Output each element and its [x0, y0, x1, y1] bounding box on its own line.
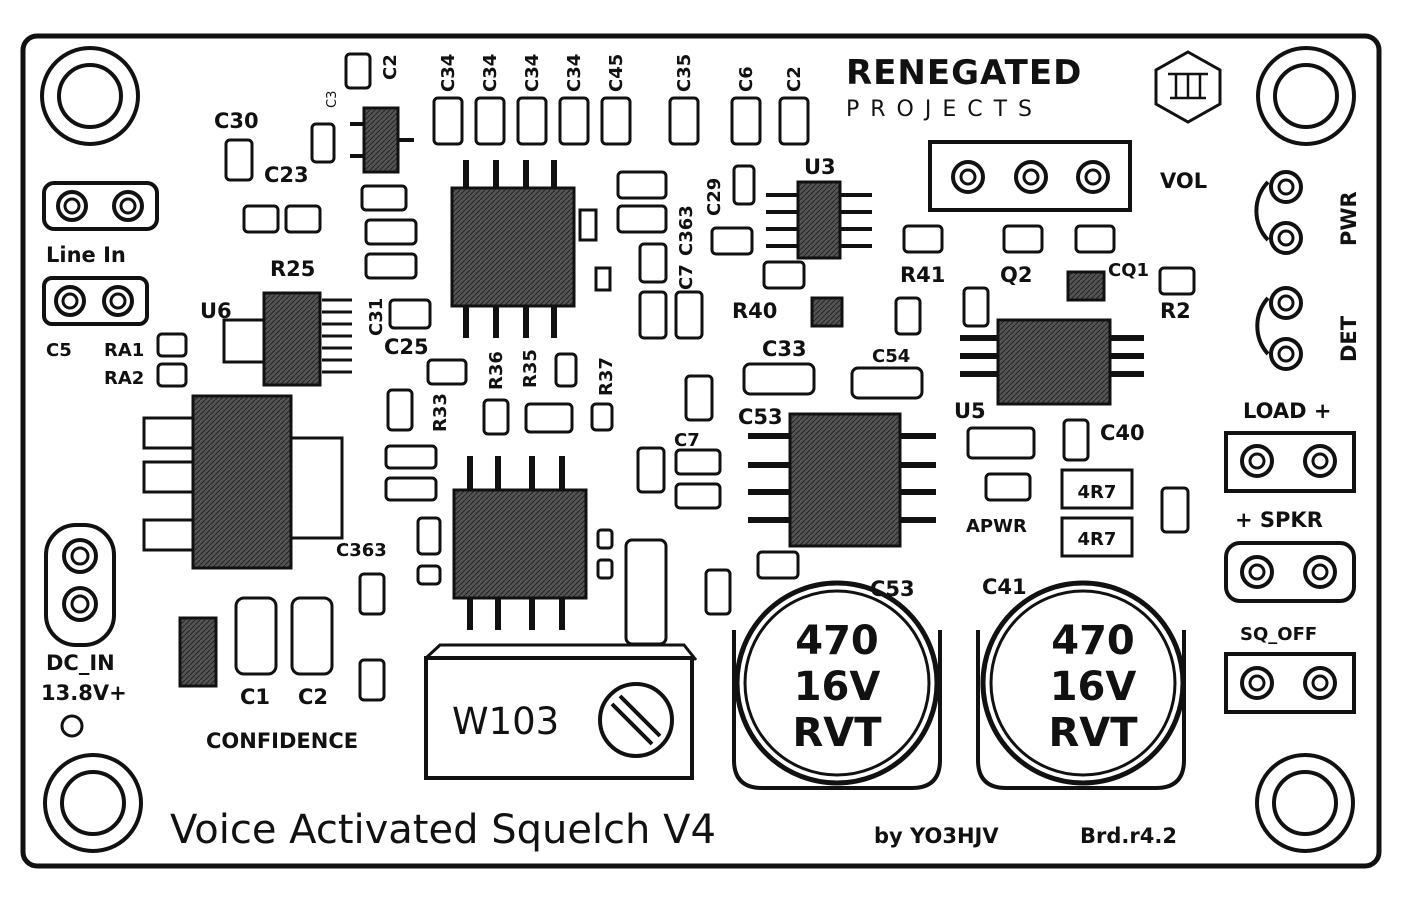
label-q2: Q2 — [1000, 263, 1032, 287]
label-c34-a: C34 — [438, 54, 459, 92]
brand-sub: PROJECTS — [846, 97, 1043, 122]
label-c7-low: C7 — [674, 430, 700, 451]
label-c53-mid: C53 — [738, 405, 783, 429]
label-r2: R2 — [1160, 299, 1191, 323]
electrolytic-cap-right — [976, 580, 1186, 790]
cap-right-value: 470 — [1051, 618, 1135, 664]
cap-left-series: RVT — [792, 710, 882, 756]
dc-in-label: DC_IN — [46, 651, 115, 675]
u6-regulator — [142, 394, 344, 570]
label-r36: R36 — [486, 351, 507, 390]
ic-c53 — [748, 412, 936, 548]
label-c3: C3 — [325, 91, 340, 108]
label-c2-top: C2 — [380, 54, 401, 80]
vol-header[interactable] — [928, 140, 1132, 212]
dc-in-header[interactable] — [44, 523, 116, 647]
c5-label: C5 — [46, 340, 72, 361]
label-c53-cap: C53 — [870, 577, 915, 601]
label-c34-b: C34 — [480, 54, 501, 92]
board-title: Voice Activated Squelch V4 — [170, 807, 716, 853]
label-apwr: APWR — [966, 516, 1027, 537]
label-c34-c: C34 — [522, 54, 543, 92]
cap-right-voltage: 16V — [1050, 664, 1137, 710]
sq-off-label: SQ_OFF — [1240, 624, 1317, 645]
pwr-led — [1254, 170, 1303, 255]
label-confidence: CONFIDENCE — [206, 729, 358, 753]
label-4r7-a: 4R7 — [1078, 482, 1117, 503]
label-r41: R41 — [900, 263, 945, 287]
label-c2-right: C2 — [784, 66, 805, 92]
label-c1: C1 — [240, 685, 270, 709]
pwr-label: PWR — [1337, 191, 1361, 246]
vol-label: VOL — [1160, 169, 1207, 193]
test-point — [60, 714, 84, 738]
u3-ic — [766, 180, 872, 260]
label-c23: C23 — [264, 163, 309, 187]
mounting-hole-tl — [40, 46, 140, 146]
load-label: LOAD + — [1243, 399, 1332, 423]
dc-voltage-label: 13.8V+ — [41, 681, 127, 705]
spkr-label: + SPKR — [1235, 508, 1323, 532]
ic-top-middle — [450, 160, 612, 338]
sq-off-header[interactable] — [1224, 652, 1356, 714]
label-cq1: CQ1 — [1108, 260, 1149, 281]
label-c363-left: C363 — [336, 540, 387, 561]
label-u6: U6 — [200, 299, 232, 323]
trimmer-w103 — [424, 643, 698, 780]
label-c363-mid: C363 — [676, 205, 697, 256]
label-c33: C33 — [762, 337, 807, 361]
det-label: DET — [1337, 315, 1361, 362]
transistor-cq1 — [1066, 270, 1106, 302]
brand-name: RENEGATED — [846, 53, 1082, 93]
board-author: by YO3HJV — [874, 824, 999, 848]
line-in-header[interactable] — [42, 181, 159, 231]
label-r37: R37 — [596, 357, 617, 396]
electrolytic-cap-left — [732, 580, 942, 790]
label-4r7-b: 4R7 — [1078, 529, 1117, 550]
r25-module — [222, 291, 352, 387]
smd-pads — [156, 52, 1196, 702]
label-c45: C45 — [606, 54, 627, 92]
label-c54: C54 — [872, 346, 910, 367]
mounting-hole-tr — [1256, 46, 1356, 146]
label-c25: C25 — [384, 335, 429, 359]
label-c34-d: C34 — [564, 54, 585, 92]
label-r35: R35 — [520, 349, 541, 388]
label-c2-bottom: C2 — [298, 685, 328, 709]
label-c7-mid: C7 — [676, 264, 697, 290]
c5-header[interactable] — [42, 276, 149, 326]
q2-ic — [960, 318, 1144, 406]
trimmer-label: W103 — [452, 700, 559, 743]
board-revision: Brd.r4.2 — [1080, 824, 1177, 848]
label-c35: C35 — [674, 54, 695, 92]
label-c31: C31 — [366, 298, 387, 336]
label-r25: R25 — [270, 257, 315, 281]
label-r40: R40 — [732, 299, 777, 323]
label-c30: C30 — [214, 109, 259, 133]
cap-left-voltage: 16V — [794, 664, 881, 710]
det-led — [1255, 286, 1303, 371]
mounting-hole-br — [1255, 753, 1355, 853]
label-c41: C41 — [982, 575, 1027, 599]
label-u5: U5 — [954, 399, 986, 423]
mounting-hole-bl — [43, 753, 143, 853]
label-ra2: RA2 — [104, 368, 144, 389]
label-c6: C6 — [736, 66, 757, 92]
diode-confidence — [178, 616, 218, 688]
cap-right-series: RVT — [1048, 710, 1138, 756]
ic-bottom-middle — [452, 456, 588, 630]
transistor-r40 — [810, 296, 844, 328]
label-ra1: RA1 — [104, 340, 144, 361]
brand-logo-icon — [1154, 50, 1222, 124]
load-header[interactable] — [1224, 431, 1356, 493]
line-in-label: Line In — [46, 243, 126, 267]
label-c40: C40 — [1100, 421, 1145, 445]
label-r33: R33 — [430, 393, 451, 432]
cap-left-value: 470 — [795, 618, 879, 664]
label-c29: C29 — [704, 178, 725, 216]
spkr-header[interactable] — [1224, 541, 1356, 603]
ic-small-top — [350, 106, 414, 174]
label-u3: U3 — [804, 155, 836, 179]
